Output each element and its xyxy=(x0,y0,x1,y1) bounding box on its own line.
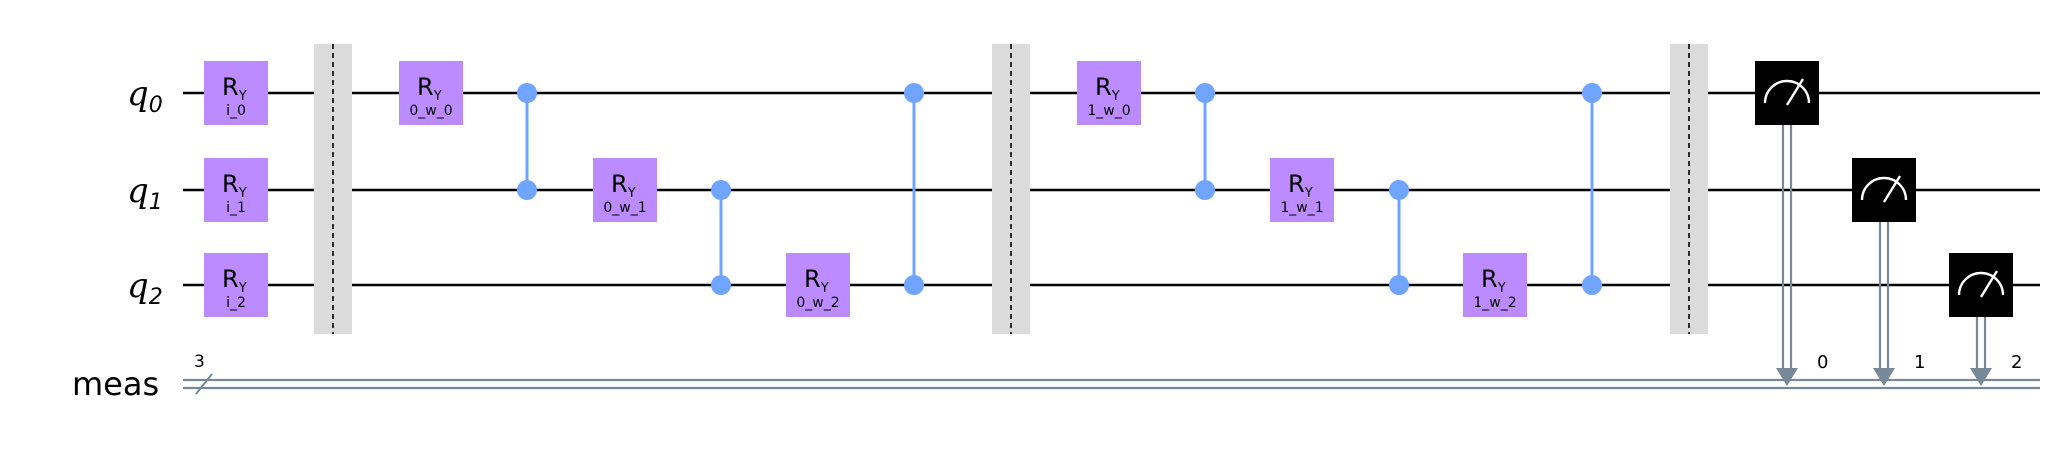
ry-gate-i_2: RYi_2 xyxy=(204,253,268,317)
cz-gate xyxy=(1582,83,1602,295)
ry-gate-0_w_1: RY0_w_1 xyxy=(593,158,657,222)
ry-gate-i_0: RYi_0 xyxy=(204,61,268,125)
ry-gate-i_1: RYi_1 xyxy=(204,158,268,222)
qubit-label-0: q0 xyxy=(127,74,163,118)
register-labels: q0 q1 q2 meas 3 xyxy=(72,74,213,403)
gate-box xyxy=(204,61,268,125)
cz-gate xyxy=(711,180,731,295)
gate-name-sub: Y xyxy=(238,186,247,201)
cz-control-dot xyxy=(517,83,537,103)
barrier xyxy=(314,44,352,334)
meter-needle-icon xyxy=(1979,270,1999,298)
qubit-label-index: 2 xyxy=(149,285,163,310)
meter-arc-icon xyxy=(1860,176,1908,201)
ry-gate-0_w_0: RY0_w_0 xyxy=(399,61,463,125)
measure-arrow-icon xyxy=(1873,368,1895,386)
gate-param: 0_w_2 xyxy=(796,295,839,311)
gate-param: 1_w_0 xyxy=(1087,103,1130,119)
gate-box xyxy=(786,253,850,317)
measure-gate-2: 2 xyxy=(1949,253,2022,386)
barrier xyxy=(992,44,1030,334)
gate-param: i_0 xyxy=(226,103,246,119)
barrier xyxy=(1670,44,1708,334)
gate-param: 0_w_1 xyxy=(603,200,646,216)
gate-name-sub: Y xyxy=(627,186,636,201)
ry-gate-1_w_0: RY1_w_0 xyxy=(1077,61,1141,125)
gate-box xyxy=(593,158,657,222)
gate-name-sub: Y xyxy=(1497,281,1506,296)
classical-register-label: meas xyxy=(72,365,159,403)
qubit-label-2: q2 xyxy=(127,266,163,310)
gates-layer: RYi_0RYi_1RYi_2RY0_w_0RY0_w_1RY0_w_2RY1_… xyxy=(204,61,2022,386)
gate-param: i_1 xyxy=(226,200,246,216)
cz-gate xyxy=(904,83,924,295)
gate-param: i_2 xyxy=(226,295,246,311)
qubit-label-index: 0 xyxy=(149,93,163,118)
gate-box xyxy=(204,253,268,317)
gate-name-sub: Y xyxy=(820,281,829,296)
cz-control-dot xyxy=(1195,83,1215,103)
gate-box xyxy=(399,61,463,125)
ry-gate-1_w_1: RY1_w_1 xyxy=(1270,158,1334,222)
measure-arrow-icon xyxy=(1776,368,1798,386)
meter-needle-icon xyxy=(1785,78,1805,106)
cz-control-dot xyxy=(904,275,924,295)
measure-arrow-icon xyxy=(1970,368,1992,386)
classical-bit-index: 0 xyxy=(1817,352,1828,373)
gate-name-sub: Y xyxy=(433,89,442,104)
classical-register-size: 3 xyxy=(194,352,205,372)
gate-name-sub: Y xyxy=(238,89,247,104)
measure-box xyxy=(1755,61,1819,125)
gate-name-sub: Y xyxy=(1304,186,1313,201)
gate-box xyxy=(1077,61,1141,125)
cz-control-dot xyxy=(904,83,924,103)
wires-layer xyxy=(183,91,2040,390)
measure-gate-1: 1 xyxy=(1852,158,1925,386)
barriers-layer xyxy=(314,44,1708,334)
cz-gate xyxy=(517,83,537,200)
cz-control-dot xyxy=(1582,275,1602,295)
measure-gate-0: 0 xyxy=(1755,61,1828,386)
gate-box xyxy=(1463,253,1527,317)
gate-box xyxy=(1270,158,1334,222)
cz-control-dot xyxy=(1389,180,1409,200)
meter-arc-icon xyxy=(1763,79,1811,104)
measure-box xyxy=(1949,253,2013,317)
cz-control-dot xyxy=(1389,275,1409,295)
classical-bit-index: 2 xyxy=(2011,352,2022,373)
gate-param: 1_w_1 xyxy=(1280,200,1323,216)
measure-box xyxy=(1852,158,1916,222)
bundle-slash xyxy=(195,373,213,395)
gate-name-sub: Y xyxy=(1111,89,1120,104)
meter-arc-icon xyxy=(1957,271,2005,296)
meter-needle-icon xyxy=(1882,175,1902,203)
cz-gate xyxy=(1195,83,1215,200)
cz-gate xyxy=(1389,180,1409,295)
ry-gate-1_w_2: RY1_w_2 xyxy=(1463,253,1527,317)
gate-param: 0_w_0 xyxy=(409,103,452,119)
cz-control-dot xyxy=(1195,180,1215,200)
cz-control-dot xyxy=(517,180,537,200)
ry-gate-0_w_2: RY0_w_2 xyxy=(786,253,850,317)
qubit-label-1: q1 xyxy=(127,171,163,215)
cz-control-dot xyxy=(711,180,731,200)
qubit-label-index: 1 xyxy=(149,190,163,215)
gate-param: 1_w_2 xyxy=(1473,295,1516,311)
cz-control-dot xyxy=(711,275,731,295)
gate-box xyxy=(204,158,268,222)
cz-control-dot xyxy=(1582,83,1602,103)
gate-name: RY xyxy=(1481,265,1506,296)
classical-bit-index: 1 xyxy=(1914,352,1925,373)
gate-name-sub: Y xyxy=(238,281,247,296)
